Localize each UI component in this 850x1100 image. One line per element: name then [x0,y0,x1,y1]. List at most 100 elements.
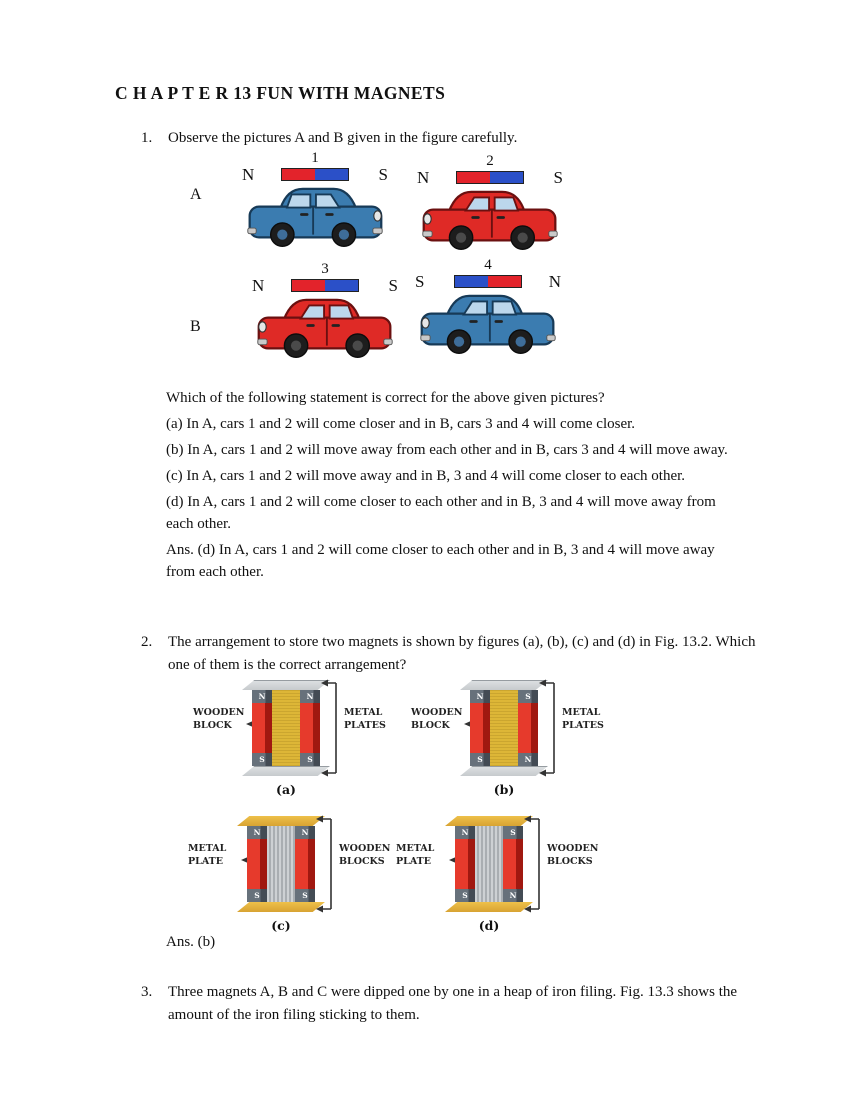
magnet-stack: N S N S [242,680,330,776]
car-illustration [247,187,383,247]
figure-caption: (d) [478,918,500,933]
pole-s: S [295,889,315,902]
bracket-arrow-icon [539,679,555,777]
bar-magnet-right: N S [295,826,315,902]
question-item-2: 2. The arrangement to store two magnets … [141,631,773,676]
question-item-1: 1. Observe the pictures A and B given in… [141,127,741,150]
wooden-block-label: WOODEN BLOCK [411,707,463,731]
magnet-stack: N S S N [445,816,533,912]
bar-magnet-left: N S [252,690,272,766]
pole-s: S [300,753,320,766]
magnet-bar [291,279,359,292]
car-4: 4 S N [413,257,563,369]
pole-s: S [455,889,475,902]
row-label-b: B [190,318,201,335]
magnet-body [470,703,490,753]
q1-question: Which of the following statement is corr… [166,390,605,406]
question-number: 1. [141,130,153,146]
arrangement-figure-d: METAL PLATE N S S N [396,812,598,944]
wooden-block [490,690,518,766]
question-text: Observe the pictures A and B given in th… [168,130,518,146]
q1-answer: Ans. (d) In A, cars 1 and 2 will come cl… [166,542,715,580]
q1-text-block: Which of the following statement is corr… [166,387,744,587]
question-item-3: 3. Three magnets A, B and C were dipped … [141,981,753,1026]
wooden-blocks-label: WOODEN BLOCKS [547,843,599,867]
q2-answer: Ans. (b) [166,934,216,950]
magnet-stack: N S N S [237,816,325,912]
wooden-block-bottom [237,902,325,912]
metal-plate-bottom [242,766,330,776]
option-c: (c) In A, cars 1 and 2 will move away an… [166,468,686,484]
figure-caption: (a) [276,782,296,797]
figure-caption: (b) [493,782,515,797]
magnet-half-blue [315,169,348,180]
car-2: 2 N S [415,153,565,265]
pole-label-right: S [388,276,398,295]
magnet-body [252,703,272,753]
car-3: 3 N S [250,261,400,373]
metal-plate-label: METAL PLATE [396,843,435,867]
pole-label-left: N [242,165,255,184]
pole-label-left: S [415,272,425,291]
metal-plate-label: METAL PLATE [188,843,227,867]
pole-n: N [295,826,315,839]
car-number: 1 [311,150,319,166]
pole-s: S [470,753,490,766]
option-b: (b) In A, cars 1 and 2 will move away fr… [166,442,728,458]
pole-n: N [247,826,267,839]
bracket-arrow-icon [321,679,337,777]
bracket-arrow-icon [524,815,540,913]
bar-magnet-right: N S [300,690,320,766]
magnet-half-blue [490,172,523,183]
pole-label-left: N [417,168,430,187]
car-number: 2 [486,153,494,169]
pole-s: S [252,753,272,766]
page-title: C H A P T E R 13 FUN WITH MAGNETS [115,83,446,103]
option-d: (d) In A, cars 1 and 2 will come closer … [166,494,716,532]
pole-n: N [300,690,320,703]
pole-n: N [252,690,272,703]
pole-label-left: N [252,276,265,295]
magnet-body [518,703,538,753]
magnet-bar [456,171,524,184]
bracket-arrow-icon [316,815,332,913]
arrangement-figure-c: METAL PLATE N S N S [188,812,390,944]
pole-s: S [503,826,523,839]
car-1: 1 N S [240,150,390,262]
magnet-bar [281,168,349,181]
pole-n: N [470,690,490,703]
wooden-block-label: WOODEN BLOCK [193,707,245,731]
bar-magnet-left: N S [247,826,267,902]
magnet-body [247,839,267,889]
car-illustration [257,298,393,358]
wooden-block-top [445,816,533,826]
magnet-half-red [292,280,325,291]
wooden-block [272,690,300,766]
pole-n: N [455,826,475,839]
metal-plate-top [460,680,548,690]
bar-magnet-right: S N [518,690,538,766]
arrangement-figure-a: WOODEN BLOCK N S N S [193,676,393,808]
magnet-half-red [488,276,521,287]
arrangement-figure-b: WOODEN BLOCK N S S N [411,676,611,808]
row-label-a: A [190,186,202,203]
arrangement-row-1: WOODEN BLOCK N S N S [193,676,611,808]
metal-plate-top [242,680,330,690]
wooden-block-top [237,816,325,826]
car-number: 3 [321,261,329,277]
pole-s: S [518,690,538,703]
arrangement-row-2: METAL PLATE N S N S [188,812,598,944]
metal-plate-center [475,826,503,902]
question-number: 2. [141,634,153,650]
magnet-half-blue [325,280,358,291]
pole-label-right: N [548,272,561,291]
magnet-body [300,703,320,753]
magnet-half-red [282,169,315,180]
metal-plate-bottom [460,766,548,776]
wooden-blocks-label: WOODEN BLOCKS [339,843,391,867]
option-a: (a) In A, cars 1 and 2 will come closer … [166,416,636,432]
question-text: The arrangement to store two magnets is … [168,634,756,673]
pole-label-right: S [378,165,388,184]
magnet-body [503,839,523,889]
wooden-block-bottom [445,902,533,912]
